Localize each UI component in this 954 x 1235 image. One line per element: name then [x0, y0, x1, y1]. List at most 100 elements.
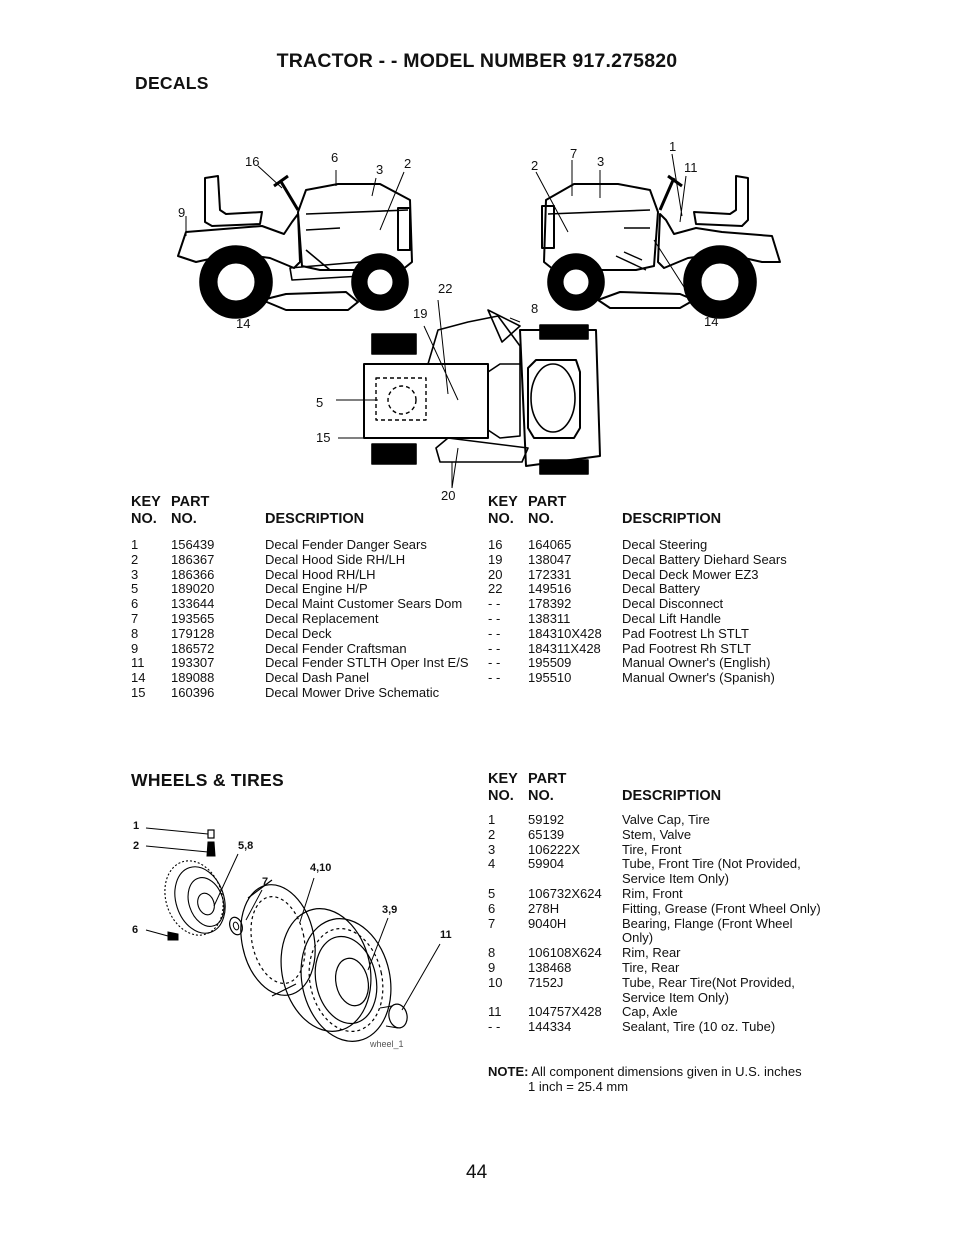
table-cell: 2 [488, 826, 496, 842]
callout-20: 20 [441, 488, 456, 503]
table-cell: 1 [488, 812, 496, 827]
decals-diagram [177, 153, 781, 489]
table-cell: 11 [131, 655, 145, 671]
callout-7: 7 [570, 146, 578, 161]
wheel-callout-3-9: 3,9 [382, 904, 398, 916]
table-cell: 9 [131, 640, 139, 656]
table-cell: Decal Fender Craftsman [265, 640, 407, 656]
table-cell: 189020 [171, 581, 215, 597]
table-cell: 4 [488, 856, 496, 872]
table-cell: Stem, Valve [622, 826, 692, 842]
header-part: PART [171, 494, 210, 510]
table-cell: 193307 [171, 655, 215, 671]
table-cell: 106108X624 [528, 945, 602, 961]
header-key: KEY [488, 771, 518, 787]
header-part-no: NO. [528, 511, 554, 527]
table-cell: - - [488, 640, 501, 656]
table-cell: 156439 [171, 537, 215, 552]
table-cell: Decal Hood Side RH/LH [265, 551, 406, 567]
table-cell: Tire, Rear [622, 959, 680, 975]
callout-2: 2 [531, 158, 539, 173]
table-cell: 179128 [171, 625, 215, 641]
table-cell: Tire, Front [622, 841, 682, 857]
table-cell: 138468 [528, 959, 572, 975]
table-cell: Decal Hood RH/LH [265, 566, 376, 582]
table-cell: 106222X [528, 841, 581, 857]
table-cell: Only) [622, 930, 654, 946]
header-description: DESCRIPTION [622, 511, 722, 527]
table-cell: Service Item Only) [622, 871, 729, 887]
tractor-top-view [336, 299, 601, 489]
header-description: DESCRIPTION [622, 788, 722, 804]
table-cell: 193565 [171, 610, 215, 626]
table-cell: 16 [488, 537, 503, 552]
table-cell: Manual Owner's (English) [622, 655, 771, 671]
callout-22: 22 [438, 281, 453, 296]
table-cell: Decal Mower Drive Schematic [265, 684, 440, 700]
table-cell: Cap, Axle [622, 1004, 678, 1020]
table-cell: 7152J [528, 974, 564, 990]
table-cell: 11 [488, 1004, 502, 1020]
table-cell: - - [488, 596, 501, 612]
table-cell: Decal Battery Diehard Sears [622, 551, 787, 567]
table-cell: Bearing, Flange (Front Wheel [622, 915, 793, 931]
table-cell: Decal Deck Mower EZ3 [622, 566, 759, 582]
wheels-heading: WHEELS & TIRES [131, 770, 284, 790]
table-cell: 184311X428 [528, 640, 601, 656]
table-cell: Pad Footrest Lh STLT [622, 625, 749, 641]
header-part-no: NO. [528, 788, 554, 804]
table-cell: - - [488, 670, 501, 686]
table-cell: Decal Battery [622, 581, 701, 597]
table-cell: 10 [488, 974, 503, 990]
table-cell: 3 [131, 566, 139, 582]
page-title: TRACTOR - - MODEL NUMBER 917.275820 [276, 50, 678, 72]
table-cell: 14 [131, 670, 146, 686]
table-cell: Decal Lift Handle [622, 610, 721, 626]
callout-15: 15 [316, 430, 331, 445]
table-cell: Decal Deck [265, 625, 332, 641]
table-cell: 178392 [528, 596, 572, 612]
table-cell: Decal Maint Customer Sears Dom [265, 596, 463, 612]
table-cell: Decal Engine H/P [265, 581, 368, 597]
callout-16: 16 [245, 154, 260, 169]
table-cell: Tube, Front Tire (Not Provided, [622, 856, 801, 872]
tractor-left-side-view [177, 165, 413, 319]
wheel-callout-2: 2 [133, 840, 140, 852]
table-cell: Fitting, Grease (Front Wheel Only) [622, 900, 821, 916]
table-cell: Decal Dash Panel [265, 670, 370, 686]
table-cell: 59192 [528, 812, 565, 827]
note-line-1: All component dimensions given in U.S. i… [531, 1064, 802, 1079]
callout-3: 3 [376, 162, 384, 177]
table-cell: 8 [131, 625, 139, 641]
wheel-callout-1: 1 [133, 820, 140, 832]
header-part-no: NO. [171, 511, 197, 527]
header-key-no: NO. [488, 788, 514, 804]
callout-6: 6 [331, 150, 339, 165]
table-cell: Manual Owner's (Spanish) [622, 670, 775, 686]
table-cell: Decal Disconnect [622, 596, 724, 612]
table-row-continued: Service Item Only) [488, 990, 848, 1006]
table-cell: 164065 [528, 537, 572, 552]
table-cell: Tube, Rear Tire(Not Provided, [622, 974, 795, 990]
table-cell: 186366 [171, 566, 215, 582]
